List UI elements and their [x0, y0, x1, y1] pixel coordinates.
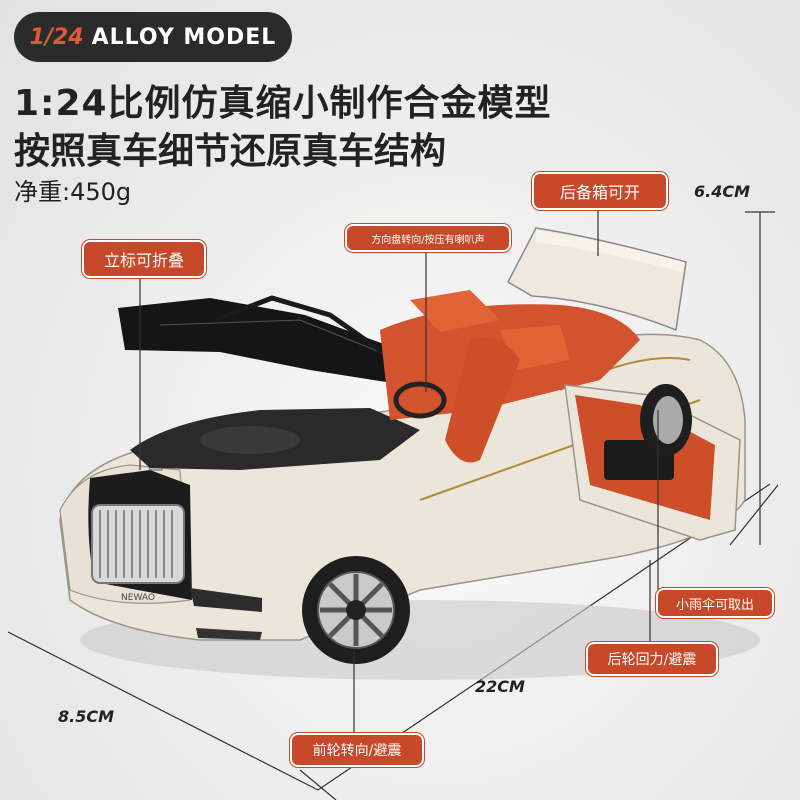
chrome-grille — [91, 504, 185, 584]
front-seat — [445, 337, 520, 463]
height-dimension: 6.4CM — [694, 182, 751, 201]
width-dimension: 8.5CM — [58, 707, 115, 726]
headline-line-2: 按照真车细节还原真车结构 — [14, 131, 447, 172]
grille-bars — [99, 510, 173, 578]
length-dimension: 22CM — [475, 677, 525, 696]
net-weight: 净重:450g — [14, 178, 132, 206]
trunk-lid-highlight — [536, 230, 684, 272]
badge-title: ALLOY MODEL — [91, 24, 277, 50]
callout-umbrella: 小雨伞可取出 — [656, 588, 774, 618]
front-wheel — [302, 556, 410, 664]
alloy-model-badge: 1/24 ALLOY MODEL — [14, 12, 292, 62]
callout-leader-lines — [139, 208, 659, 734]
headlight — [190, 588, 262, 612]
callout-hood-ornament: 立标可折叠 — [82, 240, 206, 278]
seat-rear — [410, 290, 500, 332]
callout-front-wheel: 前轮转向/避震 — [290, 733, 424, 767]
callout-trunk: 后备箱可开 — [532, 172, 668, 210]
headline-line-1: 1:24比例仿真缩小制作合金模型 — [14, 83, 552, 124]
callout-steering: 方向盘转向/按压有喇叭声 — [345, 224, 511, 252]
license-plate: NEWAO — [121, 593, 155, 603]
steering-wheel — [393, 381, 447, 419]
callout-rear-wheel: 后轮回力/避震 — [586, 642, 718, 676]
lower-vent — [196, 628, 262, 640]
scale-label: 1/24 — [29, 24, 84, 50]
open-hood — [118, 298, 460, 392]
rear-wheel — [640, 384, 692, 456]
